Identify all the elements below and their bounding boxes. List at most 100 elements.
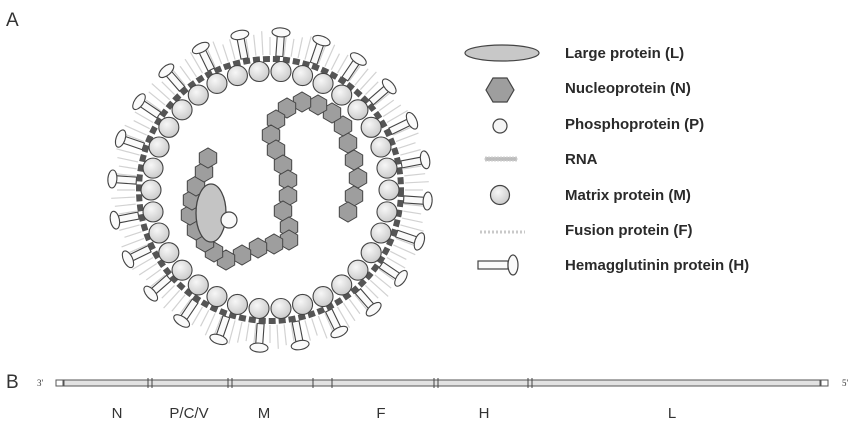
fusion-protein <box>305 36 311 59</box>
fusion-protein <box>230 39 235 59</box>
matrix-protein <box>313 287 333 307</box>
hemagglutinin-spike <box>141 271 174 303</box>
nucleocapsid <box>181 92 366 270</box>
fusion-protein <box>284 324 286 345</box>
nucleoprotein <box>349 168 366 188</box>
matrix-protein <box>227 294 247 314</box>
genome-strand <box>64 380 820 386</box>
hemagglutinin-spike <box>270 27 290 57</box>
matrix-protein <box>207 287 227 307</box>
matrix-protein-legend-icon <box>491 186 510 205</box>
fusion-protein <box>383 105 401 116</box>
fusion-protein <box>116 149 139 155</box>
fusion-protein <box>246 323 249 341</box>
matrix-protein <box>293 294 313 314</box>
fusion-protein <box>180 66 191 81</box>
fusion-protein <box>223 44 229 61</box>
gene-label-m: M <box>258 405 271 422</box>
fusion-protein <box>164 290 180 308</box>
matrix-protein <box>149 137 169 157</box>
virion-diagram <box>0 0 450 360</box>
matrix-protein <box>143 202 163 222</box>
gene-label-pcv: P/C/V <box>169 405 208 422</box>
gene-label-n: N <box>112 405 123 422</box>
matrix-protein <box>313 73 333 93</box>
fusion-protein <box>393 245 415 255</box>
matrix-protein <box>249 62 269 82</box>
nucleoprotein <box>249 238 266 258</box>
legend-icons <box>455 40 565 280</box>
nucleoprotein-legend-icon <box>486 78 514 102</box>
fusion-protein <box>396 133 418 142</box>
fusion-protein <box>349 299 360 314</box>
genome-3prime-label: 3' <box>37 378 43 388</box>
genome-bar <box>56 378 828 388</box>
fusion-protein <box>291 39 294 57</box>
fusion-protein <box>403 211 421 214</box>
fusion-protein <box>305 320 310 340</box>
matrix-protein <box>371 137 391 157</box>
fusion-protein <box>201 310 209 326</box>
fusion-protein <box>152 84 170 100</box>
fusion-protein <box>185 59 196 77</box>
fusion-protein <box>379 100 394 111</box>
fusion-protein <box>360 72 376 90</box>
hemagglutinin-spike <box>365 77 398 109</box>
fusion-protein <box>404 174 425 176</box>
nucleoprotein <box>339 202 356 222</box>
legend-label-nucleoprotein: Nucleoprotein (N) <box>565 80 691 97</box>
matrix-protein <box>172 100 192 120</box>
phosphoprotein <box>221 212 237 228</box>
phosphoprotein-legend-icon <box>493 119 507 133</box>
hemagglutinin-spike <box>403 190 433 210</box>
fusion-protein <box>213 42 222 64</box>
matrix-protein <box>159 243 179 263</box>
fusion-protein <box>229 320 235 343</box>
fusion-protein <box>400 150 420 155</box>
fusion-protein <box>312 318 318 335</box>
fusion-protein <box>146 269 161 280</box>
fusion-protein <box>390 251 406 259</box>
fusion-protein <box>238 322 242 343</box>
matrix-protein <box>332 85 352 105</box>
hemagglutinin-spike <box>250 323 270 353</box>
nucleoprotein <box>199 148 216 168</box>
fusion-protein <box>398 143 415 149</box>
legend-label-hemagglutinin-protein: Hemagglutinin protein (H) <box>565 257 749 274</box>
nucleoprotein <box>339 133 356 153</box>
legend-label-phosphoprotein: Phosphoprotein (P) <box>565 116 704 133</box>
fusion-protein <box>344 303 355 321</box>
legend-label-fusion-protein: Fusion protein (F) <box>565 222 692 239</box>
matrix-protein <box>361 117 381 137</box>
genome-end-cap <box>821 380 828 386</box>
nucleoprotein <box>265 234 282 254</box>
fusion-protein <box>134 121 150 129</box>
fusion-protein <box>254 35 256 56</box>
matrix-protein <box>149 223 169 243</box>
fusion-protein <box>318 316 327 338</box>
large-protein <box>196 184 226 242</box>
matrix-protein <box>172 260 192 280</box>
gene-label-l: L <box>668 405 676 422</box>
matrix-protein <box>379 180 399 200</box>
genome-map <box>0 370 855 400</box>
matrix-protein <box>188 275 208 295</box>
fusion-protein <box>277 325 278 349</box>
fusion-protein <box>205 313 215 335</box>
matrix-protein <box>207 73 227 93</box>
matrix-protein <box>361 243 381 263</box>
fusion-protein <box>298 37 302 58</box>
hemagglutinin-spike <box>107 170 137 190</box>
matrix-protein <box>159 117 179 137</box>
legend-label-rna: RNA <box>565 151 598 168</box>
fusion-protein <box>139 264 157 275</box>
fusion-protein <box>115 204 136 206</box>
matrix-protein <box>377 202 397 222</box>
matrix-protein <box>271 298 291 318</box>
matrix-protein <box>332 275 352 295</box>
fusion-protein <box>370 280 388 296</box>
matrix-protein <box>377 158 397 178</box>
fusion-protein <box>119 225 139 230</box>
nucleoprotein <box>233 245 250 265</box>
nucleoprotein <box>309 95 326 115</box>
